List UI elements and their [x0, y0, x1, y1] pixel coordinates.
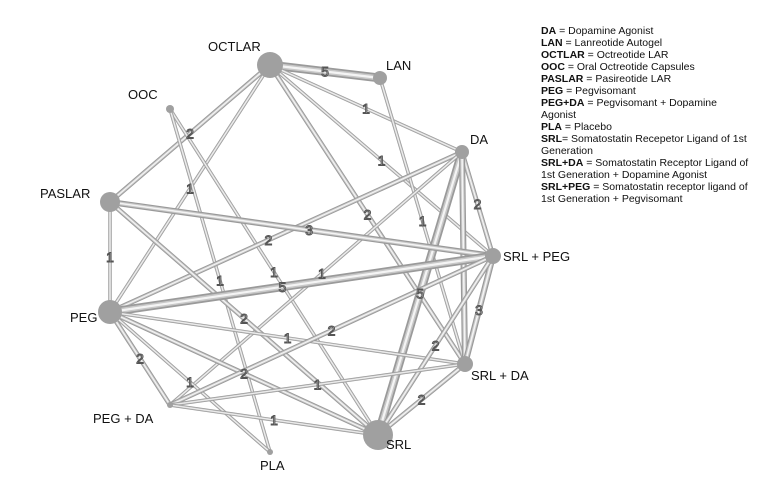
- node-label: PEG + DA: [93, 411, 154, 426]
- node-pla: PLA: [260, 449, 285, 473]
- node-circle: [455, 145, 469, 159]
- edge-pegda-srl: [168, 403, 380, 437]
- edge-label: 5: [321, 64, 329, 80]
- edge-srlda-srl: [375, 361, 468, 438]
- node-circle: [100, 192, 120, 212]
- edge-octlar-srlda: [267, 62, 468, 367]
- node-label: PEG: [70, 310, 97, 325]
- node-circle: [98, 300, 122, 324]
- nodes-layer: OCTLAR LAN OOC DA PASLAR SRL + PEG PEG SRL + DA…: [40, 39, 570, 473]
- node-srlda: SRL + DA: [457, 356, 529, 383]
- legend-item-paslar: PASLAR = Pasireotide LAR: [541, 73, 672, 85]
- node-circle: [363, 420, 393, 450]
- edge-peg-pla: [108, 310, 272, 454]
- edge-label: 1: [270, 264, 278, 280]
- node-paslar: PASLAR: [40, 186, 120, 212]
- edge-da-srl: [373, 147, 467, 440]
- edge-label: 2: [240, 366, 248, 382]
- edge-label: 1: [284, 330, 292, 346]
- node-circle: [485, 248, 501, 264]
- edge-label: 2: [136, 351, 144, 367]
- edge-octlar-lan: [265, 60, 385, 83]
- edge-label: 3: [475, 302, 483, 318]
- edge-label: 1: [270, 412, 278, 428]
- node-circle: [166, 105, 174, 113]
- legend-item-peg: PEG = Pegvisomant: [541, 85, 636, 97]
- edge-peg-srlda: [108, 310, 467, 366]
- edge-label: 1: [186, 374, 194, 390]
- node-circle: [257, 52, 283, 78]
- node-label: OCTLAR: [208, 39, 261, 54]
- edge-octlar-peg: [108, 63, 272, 314]
- edge-srlpeg-srl: [375, 253, 496, 438]
- node-label: DA: [470, 132, 488, 147]
- edge-label: 1: [378, 153, 386, 169]
- edge-label: 2: [474, 196, 482, 212]
- edge-paslar-srl: [107, 199, 381, 438]
- edge-label: 2: [265, 232, 273, 248]
- edge-label: 5: [416, 286, 424, 302]
- node-label: PASLAR: [40, 186, 90, 201]
- node-label: LAN: [386, 58, 411, 73]
- legend-item-pla: PLA = Placebo: [541, 121, 612, 133]
- node-octlar: OCTLAR: [208, 39, 283, 78]
- edge-label: 1: [362, 101, 370, 117]
- edge-label: 2: [418, 392, 426, 408]
- edge-label: 2: [432, 338, 440, 354]
- edge-srlpeg-pegda: [167, 253, 496, 408]
- node-pegda: PEG + DA: [93, 402, 173, 426]
- edge-peg-pegda: [107, 309, 173, 408]
- node-label: SRL + PEG: [503, 249, 570, 264]
- edge-label: 1: [186, 181, 194, 197]
- legend-item-srl-peg: SRL+PEG = Somatostatin receptor ligand o…: [541, 181, 748, 205]
- edge-octlar-da: [268, 63, 464, 154]
- node-label: OOC: [128, 87, 158, 102]
- edge-label: 1: [318, 265, 326, 281]
- node-circle: [267, 449, 273, 455]
- edge-srlpeg-srlda: [461, 252, 497, 368]
- legend-item-da: DA = Dopamine Agonist: [541, 25, 654, 37]
- edge-label: 1: [106, 249, 114, 265]
- node-peg: PEG: [70, 300, 122, 325]
- edge-label: 1: [216, 273, 224, 289]
- edge-peg-srlpeg: [105, 251, 498, 317]
- node-label: SRL + DA: [471, 368, 529, 383]
- edge-label: 3: [305, 222, 313, 238]
- edge-octlar-srlpeg: [268, 63, 495, 258]
- edge-octlar-paslar: [107, 62, 273, 205]
- node-circle: [373, 71, 387, 85]
- node-lan: LAN: [373, 58, 411, 85]
- node-circle: [167, 402, 173, 408]
- legend-item-ooc: OOC = Oral Octreotide Capsules: [541, 61, 695, 73]
- node-label: PLA: [260, 458, 285, 473]
- edge-paslar-srlpeg: [106, 198, 497, 260]
- edges-layer: [105, 60, 498, 454]
- edge-label: 2: [364, 207, 372, 223]
- legend-item-srl-da: SRL+DA = Somatostatin Receptor Ligand of…: [541, 157, 749, 181]
- node-circle: [457, 356, 473, 372]
- edge-label: 5: [278, 279, 286, 295]
- edge-lan-srlda: [378, 76, 467, 366]
- legend-item-octlar: OCTLAR = Octreotide LAR: [541, 49, 669, 61]
- node-ooc: OOC: [128, 87, 174, 113]
- edge-label: 2: [328, 323, 336, 339]
- node-srlpeg: SRL + PEG: [485, 248, 570, 264]
- legend-item-srl: SRL= Somatostatin Recepetor Ligand of 1s…: [541, 133, 747, 157]
- legend-item-peg-da: PEG+DA = Pegvisomant + Dopamine Agonist: [541, 97, 717, 121]
- node-srl: SRL: [363, 420, 411, 452]
- edge-srlda-pegda: [168, 362, 467, 407]
- edge-da-peg: [107, 149, 465, 315]
- node-da: DA: [455, 132, 488, 159]
- edge-da-srlpeg: [459, 149, 496, 259]
- legend: DA = Dopamine Agonist LAN = Lanreotide A…: [541, 25, 751, 205]
- node-label: SRL: [386, 437, 411, 452]
- edge-label: 2: [240, 311, 248, 327]
- edge-label: 2: [186, 126, 194, 142]
- edge-label: 1: [314, 377, 322, 393]
- edge-label: 1: [419, 213, 427, 229]
- legend-item-lan: LAN = Lanreotide Autogel: [541, 37, 663, 49]
